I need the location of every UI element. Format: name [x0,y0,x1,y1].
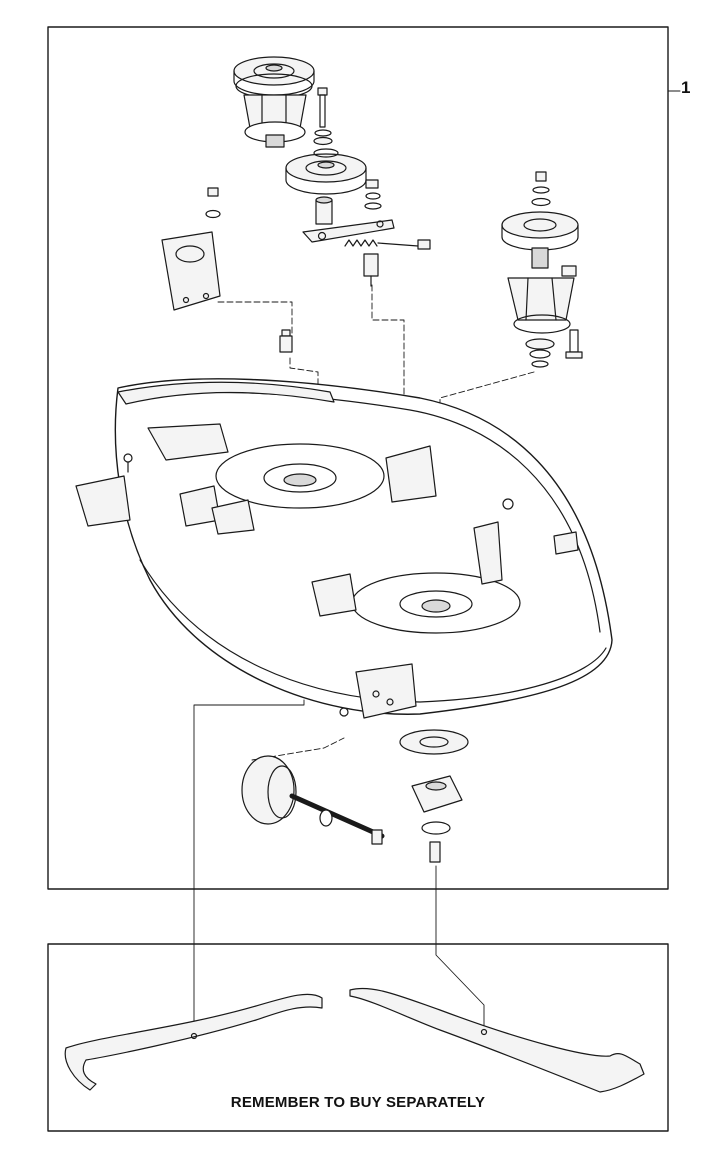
pulley-icon [233,56,315,99]
bushing-icon [315,196,333,225]
nut-icon [205,187,221,219]
spindle-housing-icon [243,94,307,148]
assembly-frame [47,26,669,890]
nut-icon [561,265,577,277]
blade-hub-icon [399,729,469,863]
pulley-icon [285,153,367,195]
bolt-icon [317,87,328,128]
washer-icon [313,129,333,146]
spacer-icon [363,253,379,287]
pulley-icon [501,211,579,251]
separately-sold-note: REMEMBER TO BUY SEPARATELY [230,1094,486,1111]
bolt-icon [279,329,293,353]
washer-icon [313,148,339,158]
separate-parts-frame [47,943,669,1132]
blade-hole [480,1028,488,1036]
spindle-housing-icon [507,247,575,334]
blade-pointer-lines [193,699,485,1036]
blade-hole [190,1032,198,1040]
spring-icon [344,239,431,250]
nut-icon [364,179,382,210]
gauge-wheel-icon [241,755,385,845]
blade-icon [64,993,323,1091]
blade-icon [349,987,645,1093]
bolt-icon [531,171,551,207]
tension-arm-icon [302,219,395,243]
mower-deck-icon [75,378,613,719]
washer-icon [525,338,555,368]
bolt-icon [565,329,583,359]
bracket-icon [161,231,221,311]
callout-number: 1 [681,78,691,97]
